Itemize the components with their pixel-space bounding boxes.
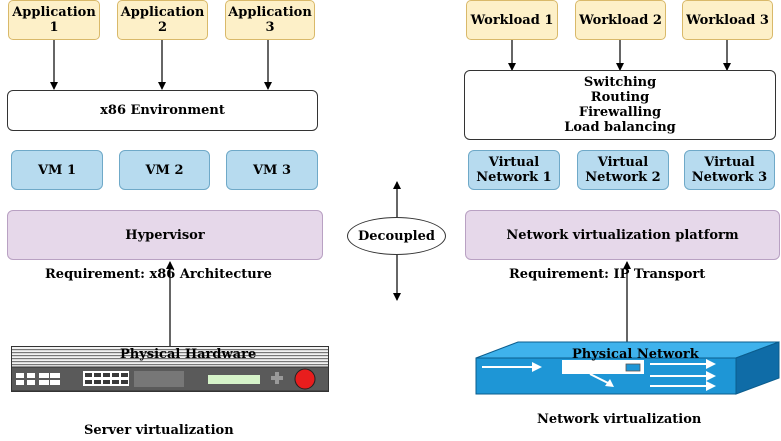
virtual-network-1-line1: Virtual: [488, 155, 540, 170]
virtual-network-3-line1: Virtual: [704, 155, 755, 170]
virtual-network-1-box: Virtual Network 1: [468, 150, 560, 190]
server-hardware-image: [11, 346, 329, 392]
service-firewalling-label: Firewalling: [578, 105, 662, 120]
x86-environment-label: x86 Environment: [100, 103, 225, 118]
workload-2-box: Workload 2: [575, 0, 666, 40]
virtual-network-3-line2: Network 3: [691, 170, 768, 185]
virtual-network-2-line2: Network 2: [585, 170, 661, 185]
vm-3-label: VM 3: [252, 162, 292, 178]
server-requirement-label: Requirement: x86 Architecture: [45, 267, 272, 282]
application-2-label: Application 2: [120, 5, 205, 35]
physical-network-label: Physical Network: [572, 347, 699, 362]
network-requirement-label: Requirement: IP Transport: [509, 267, 706, 282]
application-1-box: Application 1: [8, 0, 100, 40]
application-1-label: Application 1: [12, 5, 96, 35]
vm-2-label: VM 2: [145, 162, 184, 178]
server-virtualization-caption: Server virtualization: [84, 423, 234, 438]
application-2-box: Application 2: [117, 0, 208, 40]
workload-3-label: Workload 3: [686, 12, 769, 28]
virtual-network-2-line1: Virtual: [597, 155, 649, 170]
virtual-network-1-line2: Network 1: [476, 170, 552, 185]
vm-3-box: VM 3: [226, 150, 318, 190]
service-load-balancing-label: Load balancing: [564, 120, 676, 135]
application-3-box: Application 3: [225, 0, 315, 40]
virtual-network-2-box: Virtual Network 2: [577, 150, 669, 190]
workload-2-label: Workload 2: [579, 12, 662, 28]
decoupled-label: Decoupled: [358, 228, 435, 244]
decoupled-oval: Decoupled: [347, 217, 446, 255]
vm-1-label: VM 1: [37, 162, 77, 178]
network-services-box: Switching Routing Firewalling Load balan…: [464, 70, 776, 140]
service-routing-label: Routing: [590, 90, 650, 105]
x86-environment-box: x86 Environment: [7, 90, 318, 131]
network-virtualization-caption: Network virtualization: [537, 412, 702, 427]
network-switch-image: [475, 341, 780, 395]
service-switching-label: Switching: [583, 75, 657, 90]
workload-1-label: Workload 1: [470, 12, 554, 28]
vm-1-box: VM 1: [11, 150, 103, 190]
hypervisor-label: Hypervisor: [125, 227, 205, 243]
hypervisor-box: Hypervisor: [7, 210, 323, 260]
network-platform-box: Network virtualization platform: [465, 210, 780, 260]
virtual-network-3-box: Virtual Network 3: [684, 150, 775, 190]
workload-1-box: Workload 1: [466, 0, 558, 40]
network-platform-label: Network virtualization platform: [506, 227, 739, 243]
application-3-label: Application 3: [228, 5, 312, 35]
workload-3-box: Workload 3: [682, 0, 773, 40]
physical-hardware-label: Physical Hardware: [120, 347, 257, 362]
vm-2-box: VM 2: [119, 150, 210, 190]
